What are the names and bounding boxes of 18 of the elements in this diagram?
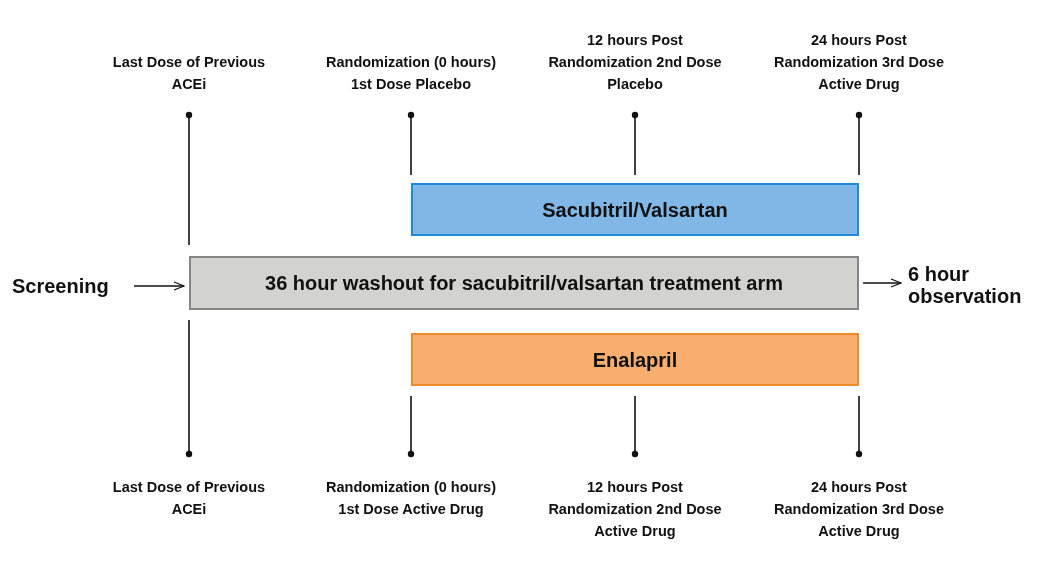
timepoint-label: Last Dose of Previous ACEi [111,478,267,519]
stage-text: 6 hour observation [906,260,1054,310]
phase-bar [411,183,859,236]
arrow [862,278,902,288]
arrow [133,281,185,291]
timepoint-label: 12 hours Post Randomization 2nd Dose Placebo [547,31,723,94]
timepoint-label: 12 hours Post Randomization 2nd Dose Active Drug [547,478,723,541]
bar-label: Enalapril [592,348,678,371]
bar-label: Sacubitril/Valsartan [542,198,728,221]
phase-bar [411,333,859,386]
bar-label: 36 hour washout for sacubitril/valsartan treatment arm [265,272,783,294]
stage-text: Screening [10,272,130,300]
timepoint-label: Randomization (0 hours) 1st Dose Placebo [325,53,497,94]
timepoint-label: 24 hours Post Randomization 3rd Dose Active Drug [773,478,945,541]
timepoint-label: Last Dose of Previous ACEi [111,53,267,94]
timepoint-label: 24 hours Post Randomization 3rd Dose Active Drug [773,31,945,94]
phase-bar [189,256,859,310]
timepoint-label: Randomization (0 hours) 1st Dose Active Drug [325,478,497,519]
